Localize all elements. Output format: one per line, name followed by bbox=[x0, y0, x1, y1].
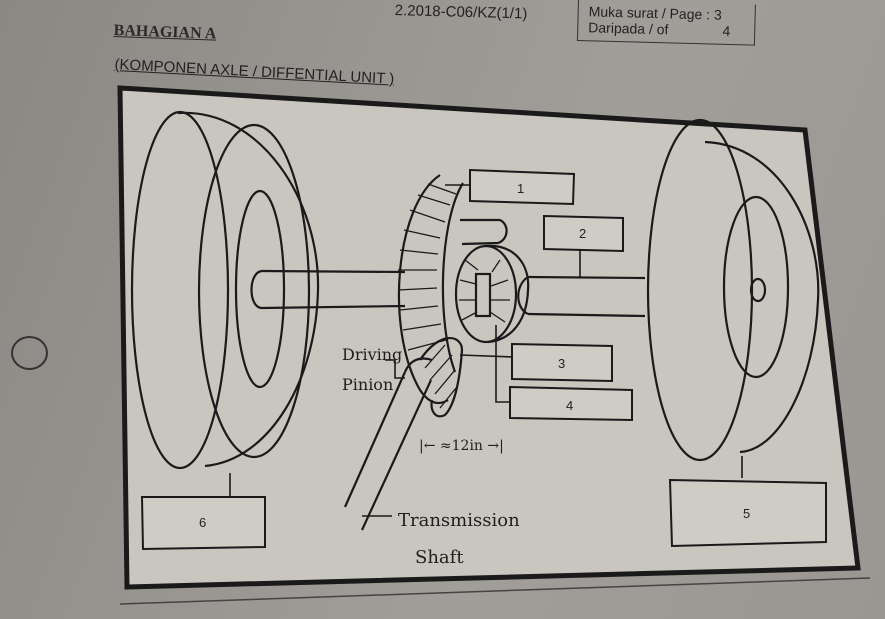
label-box-1-text: 1 bbox=[517, 181, 524, 196]
label-box-6 bbox=[140, 496, 266, 551]
label-box-3-text: 3 bbox=[558, 356, 565, 371]
label-box-4 bbox=[509, 385, 633, 422]
label-box-5 bbox=[668, 478, 827, 548]
label-box-2-text: 2 bbox=[579, 226, 586, 241]
label-box-6-text: 6 bbox=[199, 515, 206, 530]
label-box-4-text: 4 bbox=[566, 398, 573, 413]
label-box-2 bbox=[543, 214, 624, 253]
transmission-label: Transmission bbox=[398, 510, 520, 531]
shaft-label: Shaft bbox=[415, 547, 464, 568]
dimension-label: |← ≈12in →| bbox=[419, 438, 504, 454]
pinion-label: Pinion bbox=[342, 375, 393, 394]
driving-label: Driving bbox=[342, 345, 402, 364]
pen-circle-mark bbox=[11, 336, 48, 370]
label-box-5-text: 5 bbox=[743, 506, 750, 521]
label-box-3 bbox=[511, 342, 613, 383]
label-box-1 bbox=[469, 168, 576, 206]
